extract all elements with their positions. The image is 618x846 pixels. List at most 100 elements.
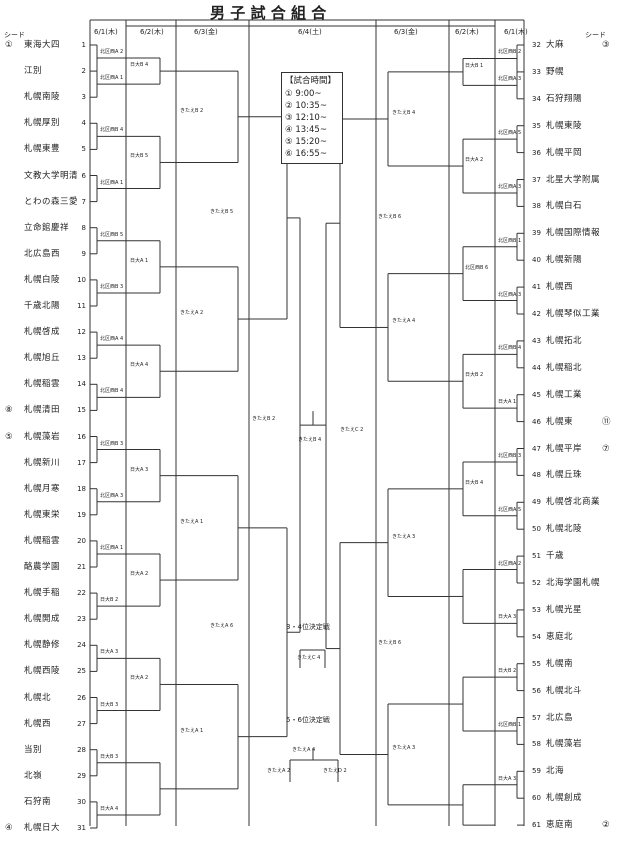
team-number: 35: [532, 121, 541, 130]
match-label: 北区西B 6: [465, 264, 489, 271]
match-label: 北区西A 3: [498, 291, 522, 298]
match-label: 北区西B 3: [498, 452, 522, 459]
team-name: 札幌拓北: [546, 335, 583, 346]
team-name: 札幌南: [546, 658, 574, 669]
team-number: 44: [532, 363, 541, 372]
match-label: きたえC 2: [340, 426, 364, 433]
team-seed: ①: [5, 40, 13, 50]
schedule-time: ② 10:35~: [285, 101, 327, 111]
team-name: 札幌平岡: [546, 147, 583, 158]
third-place-label: きたえC 4: [297, 655, 321, 661]
match-label: 日大B 2: [498, 668, 517, 675]
team-name: 東海大四: [24, 40, 61, 50]
team-number: 22: [77, 589, 86, 598]
team-name: 札幌西陵: [24, 666, 61, 677]
match-label: きたえA 4: [392, 318, 416, 325]
team-name: 石狩南: [24, 796, 52, 807]
team-name: 江別: [24, 66, 43, 77]
match-label: 日大A 3: [498, 775, 517, 782]
team-name: 札幌南陵: [24, 92, 61, 103]
team-number: 9: [81, 249, 86, 258]
team-name: 札幌新川: [24, 457, 61, 468]
team-number: 49: [532, 498, 541, 507]
team-name: 恵庭南: [546, 820, 574, 831]
team-name: 酪農学園: [24, 562, 61, 572]
match-label: 日大A 3: [100, 649, 119, 656]
team-name: 札幌月寒: [24, 483, 61, 494]
team-number: 5: [81, 145, 86, 154]
team-number: 3: [81, 93, 86, 102]
team-name: 札幌藻岩: [546, 739, 583, 750]
team-name: 札幌琴似工業: [546, 309, 601, 319]
date-header: 6/1(木): [94, 28, 118, 36]
third-place-title: 3・4位決定戦: [286, 623, 330, 631]
team-seed: ⑧: [5, 405, 13, 416]
team-name: 当別: [24, 744, 43, 755]
fifth-place-top-label: きたえA 4: [292, 747, 316, 753]
match-label: 北区西B 4: [100, 127, 124, 134]
team-name: 札幌手稲: [24, 588, 61, 599]
team-number: 30: [77, 797, 86, 806]
team-seed: ④: [5, 823, 13, 833]
team-name: 札幌稲北: [546, 362, 583, 373]
team-number: 53: [532, 605, 541, 614]
team-name: 札幌藻岩: [24, 431, 61, 442]
match-label: きたえA 1: [180, 727, 204, 734]
team-number: 10: [77, 275, 86, 284]
team-name: 北海: [546, 766, 565, 777]
match-label: 日大A 3: [498, 614, 517, 621]
schedule-time: ④ 13:45~: [285, 125, 327, 135]
match-label: 日大A 3: [130, 466, 149, 473]
team-name: 札幌白陵: [24, 274, 61, 285]
team-name: 大麻: [546, 40, 565, 50]
team-seed: ⑤: [5, 431, 13, 442]
date-header: 6/3(金): [394, 28, 418, 36]
team-name: 北広島: [546, 712, 574, 723]
final-label: きたえB 4: [298, 437, 322, 443]
team-number: 41: [532, 283, 541, 292]
team-name: 札幌新陽: [546, 255, 583, 266]
team-number: 55: [532, 659, 541, 668]
team-name: 札幌光星: [546, 604, 583, 615]
date-header: 6/4(土): [298, 28, 322, 36]
team-name: 札幌北: [24, 692, 52, 703]
team-name: 札幌開成: [24, 614, 61, 625]
team-name: 石狩翔陽: [546, 93, 583, 104]
team-name: 恵庭北: [546, 631, 574, 642]
team-number: 20: [77, 536, 86, 545]
team-name: 札幌白石: [546, 201, 583, 212]
team-number: 43: [532, 336, 541, 345]
match-label: 日大B 1: [465, 62, 484, 69]
team-name: 札幌静修: [24, 640, 61, 651]
match-label: 北区西B 3: [100, 283, 124, 290]
match-label: きたえB 4: [392, 109, 416, 116]
team-number: 47: [532, 444, 541, 453]
team-number: 29: [77, 771, 86, 780]
match-label: 北区西B 1: [498, 237, 522, 244]
team-number: 4: [81, 119, 86, 128]
team-name: 札幌厚別: [24, 118, 61, 129]
match-label: きたえB 2: [252, 416, 276, 423]
match-label: 北区西A 3: [498, 183, 522, 190]
team-name: 文教大学明清: [24, 170, 79, 181]
match-label: 北区西B 1: [498, 721, 522, 728]
match-label: 北区西A 2: [498, 560, 522, 567]
match-label: きたえB 5: [210, 208, 234, 215]
date-header: 6/1(木): [504, 28, 528, 36]
match-label: 北区西B 4: [498, 345, 522, 352]
team-number: 14: [77, 380, 86, 389]
match-label: 北区西A 5: [498, 506, 522, 513]
team-number: 37: [532, 175, 541, 184]
team-number: 17: [77, 458, 86, 467]
team-name: 札幌清田: [24, 405, 61, 416]
match-label: 北区西A 3: [498, 76, 522, 83]
team-number: 2: [81, 67, 86, 76]
team-number: 61: [532, 821, 541, 830]
team-number: 12: [77, 328, 86, 337]
team-number: 59: [532, 767, 541, 776]
team-name: 札幌啓成: [24, 327, 61, 338]
match-label: 日大B 4: [130, 62, 149, 69]
match-label: 日大B 3: [100, 753, 119, 760]
team-name: 札幌啓北商業: [546, 497, 601, 508]
schedule-time: ③ 12:10~: [285, 113, 327, 123]
